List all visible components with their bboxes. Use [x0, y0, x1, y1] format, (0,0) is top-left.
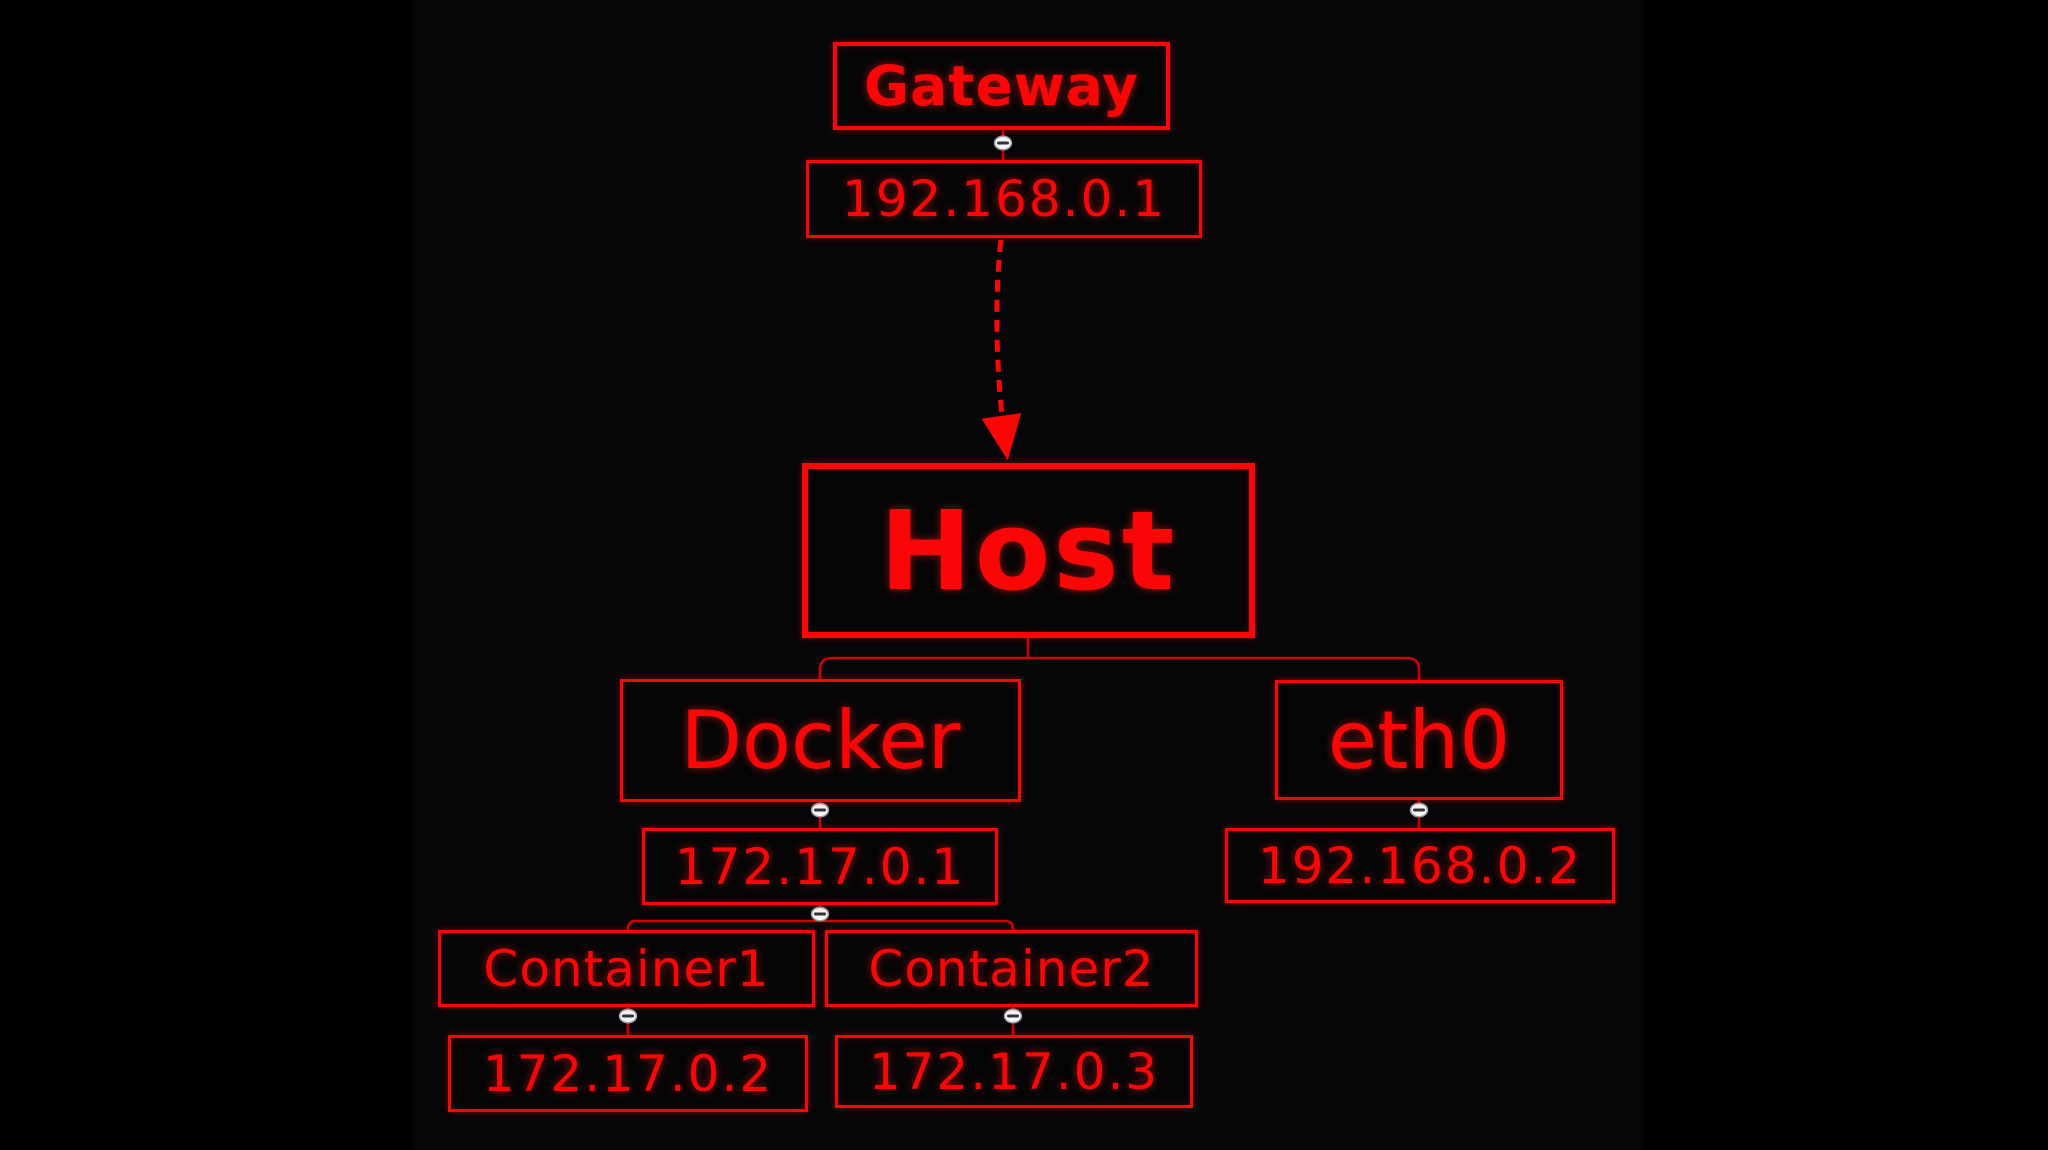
edge-host-branch — [818, 638, 1421, 680]
node-eth0: eth0 — [1275, 680, 1563, 800]
edge-ip-to-host-dashed-arrow — [981, 239, 1022, 461]
node-container1: Container1 — [438, 930, 815, 1007]
toggle-docker-ip[interactable] — [810, 906, 830, 922]
toggle-container1[interactable] — [618, 1008, 638, 1024]
node-docker-ip: 172.17.0.1 — [642, 828, 998, 905]
node-gateway: Gateway — [833, 42, 1170, 130]
node-eth0-ip: 192.168.0.2 — [1225, 828, 1615, 903]
toggle-eth0[interactable] — [1409, 802, 1429, 818]
node-container2-ip: 172.17.0.3 — [835, 1035, 1193, 1108]
toggle-gateway[interactable] — [993, 135, 1013, 151]
node-gateway-ip: 192.168.0.1 — [806, 160, 1202, 238]
node-host: Host — [802, 463, 1255, 638]
node-docker: Docker — [620, 679, 1021, 802]
node-container1-ip: 172.17.0.2 — [448, 1035, 808, 1112]
toggle-docker[interactable] — [810, 802, 830, 818]
toggle-container2[interactable] — [1003, 1008, 1023, 1024]
node-container2: Container2 — [825, 930, 1198, 1007]
